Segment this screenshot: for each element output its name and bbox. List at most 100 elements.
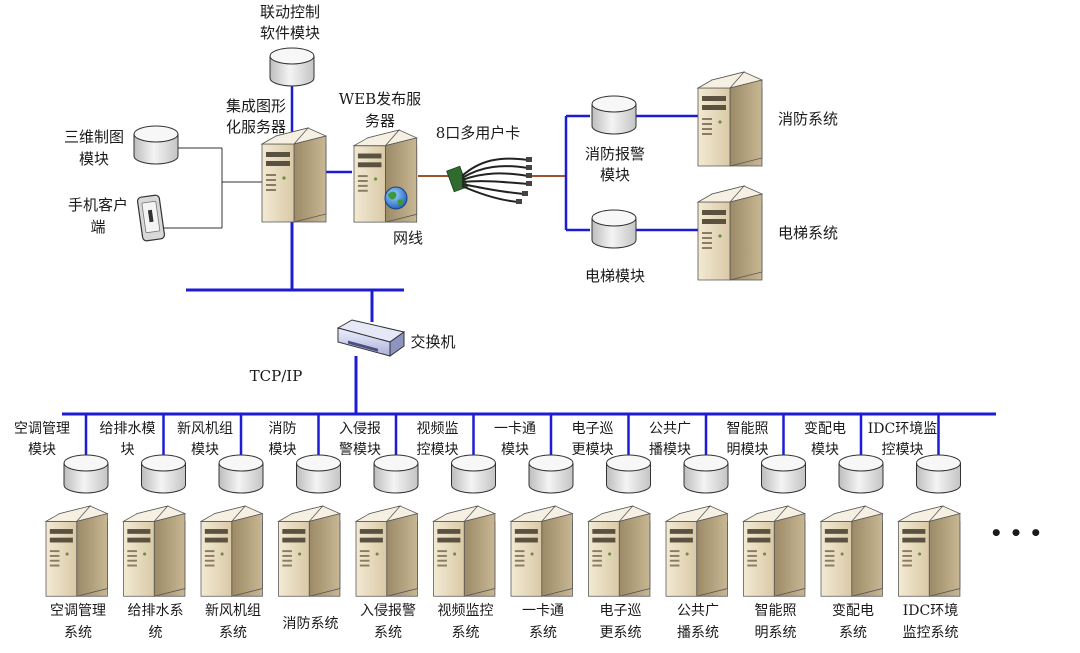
web-server-label-line1: WEB发布服: [339, 90, 421, 108]
fire-system-server: [697, 71, 763, 167]
subsystem-module-label: 模块: [28, 442, 56, 458]
server-tower-icon: [123, 505, 186, 597]
subsystem-drop-lines: [84, 414, 940, 458]
subsystem-module-label: 控模块: [417, 442, 459, 458]
subsystem-module-label: 空调管理: [14, 421, 70, 437]
database-cylinder-icon: [761, 454, 806, 494]
subsystem-system-label: IDC环境: [903, 603, 958, 619]
web-publish-server: [353, 129, 418, 223]
subsystem-module-label: 模块: [269, 442, 297, 458]
more-subsystems-ellipsis: • • •: [990, 521, 1042, 545]
subsystem-module-label: IDC环境监: [868, 421, 937, 437]
database-cylinder-icon: [606, 454, 651, 494]
subsystem-system-label: 电子巡: [600, 603, 642, 619]
mobile-client-label-line1: 手机客户: [68, 196, 128, 214]
subsystem-system-label: 系统: [64, 625, 92, 641]
linkage-software-disk: [269, 47, 315, 87]
fire-system-label: 消防系统: [778, 110, 838, 128]
database-cylinder-icon: [296, 454, 341, 494]
database-cylinder-icon: [591, 209, 637, 249]
connection-lines: [62, 84, 996, 416]
server-tower-icon: [45, 505, 108, 597]
globe-icon: [384, 186, 408, 210]
subsystem-system-label: 给排水系: [128, 603, 184, 619]
subsystem-system-label: 统: [149, 625, 163, 641]
network-cable-label: 网线: [393, 229, 423, 247]
database-cylinder-icon: [63, 454, 109, 494]
subsystem-system-label: 系统: [219, 625, 247, 641]
three-d-mapping-disk: [133, 125, 179, 165]
subsystem-module-label: 控模块: [882, 442, 924, 458]
database-cylinder-icon: [133, 125, 179, 165]
subsystem-system-label: 系统: [529, 625, 557, 641]
subsystem-module-label: 给排水模: [100, 421, 156, 437]
server-tower-icon: [697, 71, 763, 167]
subsystem-module-label: 消防: [269, 421, 297, 437]
elevator-module-disk: [591, 209, 637, 249]
top-labels: 联动控制 软件模块 集成图形 化服务器 WEB发布服 务器 三维制图 模块 手机…: [64, 3, 1042, 545]
web-server-label-line2: 务器: [365, 112, 395, 130]
subsystem-system-label: 播系统: [677, 625, 719, 641]
subsystem-system-label: 变配电: [832, 603, 874, 619]
subsystem-module-label: 模块: [811, 442, 839, 458]
database-cylinder-icon: [838, 454, 884, 494]
server-tower-icon: [665, 505, 728, 597]
database-cylinder-icon: [683, 454, 729, 494]
database-cylinder-icon: [218, 454, 264, 494]
graphics-server-label-line1: 集成图形: [226, 97, 286, 115]
server-tower-icon: [433, 505, 496, 597]
three-d-mapping-label-line2: 模块: [79, 150, 109, 168]
integrated-graphics-server: [261, 127, 327, 223]
fire-alarm-module-label-line1: 消防报警: [585, 145, 645, 163]
linkage-software-label-line2: 软件模块: [260, 24, 320, 42]
database-cylinder-icon: [141, 454, 186, 494]
subsystem-system-label: 智能照: [755, 603, 797, 619]
subsystem-system-label: 明系统: [755, 625, 797, 641]
server-tower-icon: [588, 505, 651, 597]
server-tower-icon: [278, 505, 341, 597]
server-tower-icon: [261, 127, 327, 223]
server-tower-icon: [355, 505, 418, 597]
server-tower-icon: [200, 505, 263, 597]
multiport-card-label: 8口多用户卡: [436, 124, 521, 142]
subsystem-module-label: 警模块: [339, 442, 381, 458]
switch-label: 交换机: [410, 333, 455, 351]
database-cylinder-icon: [451, 454, 496, 494]
server-tower-icon: [353, 129, 418, 223]
subsystem-module-label: 电子巡: [572, 421, 614, 437]
protocol-label: TCP/IP: [250, 367, 303, 385]
server-tower-icon: [820, 505, 883, 597]
elevator-module-label: 电梯模块: [585, 267, 645, 285]
linkage-software-label-line1: 联动控制: [260, 3, 320, 21]
subsystem-module-label: 智能照: [727, 421, 769, 437]
database-cylinder-icon: [916, 454, 961, 494]
elevator-system-server: [697, 185, 763, 281]
subsystem-module-label: 视频监: [417, 421, 459, 437]
database-cylinder-icon: [528, 454, 574, 494]
subsystem-module-label: 块: [121, 442, 135, 458]
subsystem-module-label: 模块: [191, 442, 219, 458]
subsystem-system-label: 新风机组: [205, 603, 261, 619]
mobile-client-label-line2: 端: [90, 218, 105, 236]
server-tower-icon: [898, 505, 961, 597]
database-cylinder-icon: [591, 95, 637, 135]
subsystem-module-label: 模块: [501, 442, 529, 458]
subsystem-system-label: 系统: [839, 625, 867, 641]
graphics-server-label-line2: 化服务器: [226, 118, 286, 136]
subsystem-module-label: 新风机组: [177, 421, 233, 437]
subsystem-system-label: 入侵报警: [360, 602, 416, 619]
subsystem-system-label: 消防系统: [283, 616, 339, 632]
subsystem-system-label: 系统: [374, 625, 402, 641]
three-d-mapping-label-line1: 三维制图: [64, 128, 124, 146]
subsystem-system-label: 视频监控: [438, 603, 494, 619]
